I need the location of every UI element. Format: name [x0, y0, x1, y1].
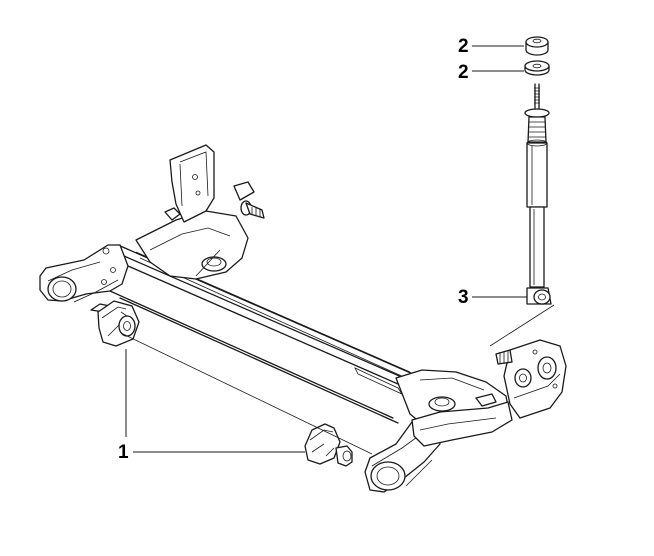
callout-label-washer-rubber: 2: [458, 62, 469, 83]
right-bracket: [495, 339, 567, 419]
washer-rubber: [524, 60, 550, 76]
callout-label-bushing: 1: [118, 442, 129, 463]
callout-label-top-rubber: 2: [458, 36, 469, 57]
left-spring-seat: [135, 210, 249, 280]
top-rubber-cup: [525, 36, 549, 56]
callout-bushing: 1: [118, 349, 305, 463]
callout-washer-rubber: 2: [458, 62, 524, 83]
right-bushing: [304, 423, 353, 467]
callout-shock-eye: 3: [458, 287, 527, 308]
axle-beam: [109, 244, 421, 424]
shock-absorber: [524, 83, 552, 305]
right-beam-end: [411, 401, 513, 447]
left-trailing-arm: [39, 244, 129, 303]
left-bracket: [164, 144, 265, 223]
assembly-guides: [120, 304, 555, 455]
callout-top-rubber: 2: [458, 36, 524, 57]
left-bushing: [90, 300, 140, 347]
callout-label-shock-eye: 3: [458, 287, 469, 308]
